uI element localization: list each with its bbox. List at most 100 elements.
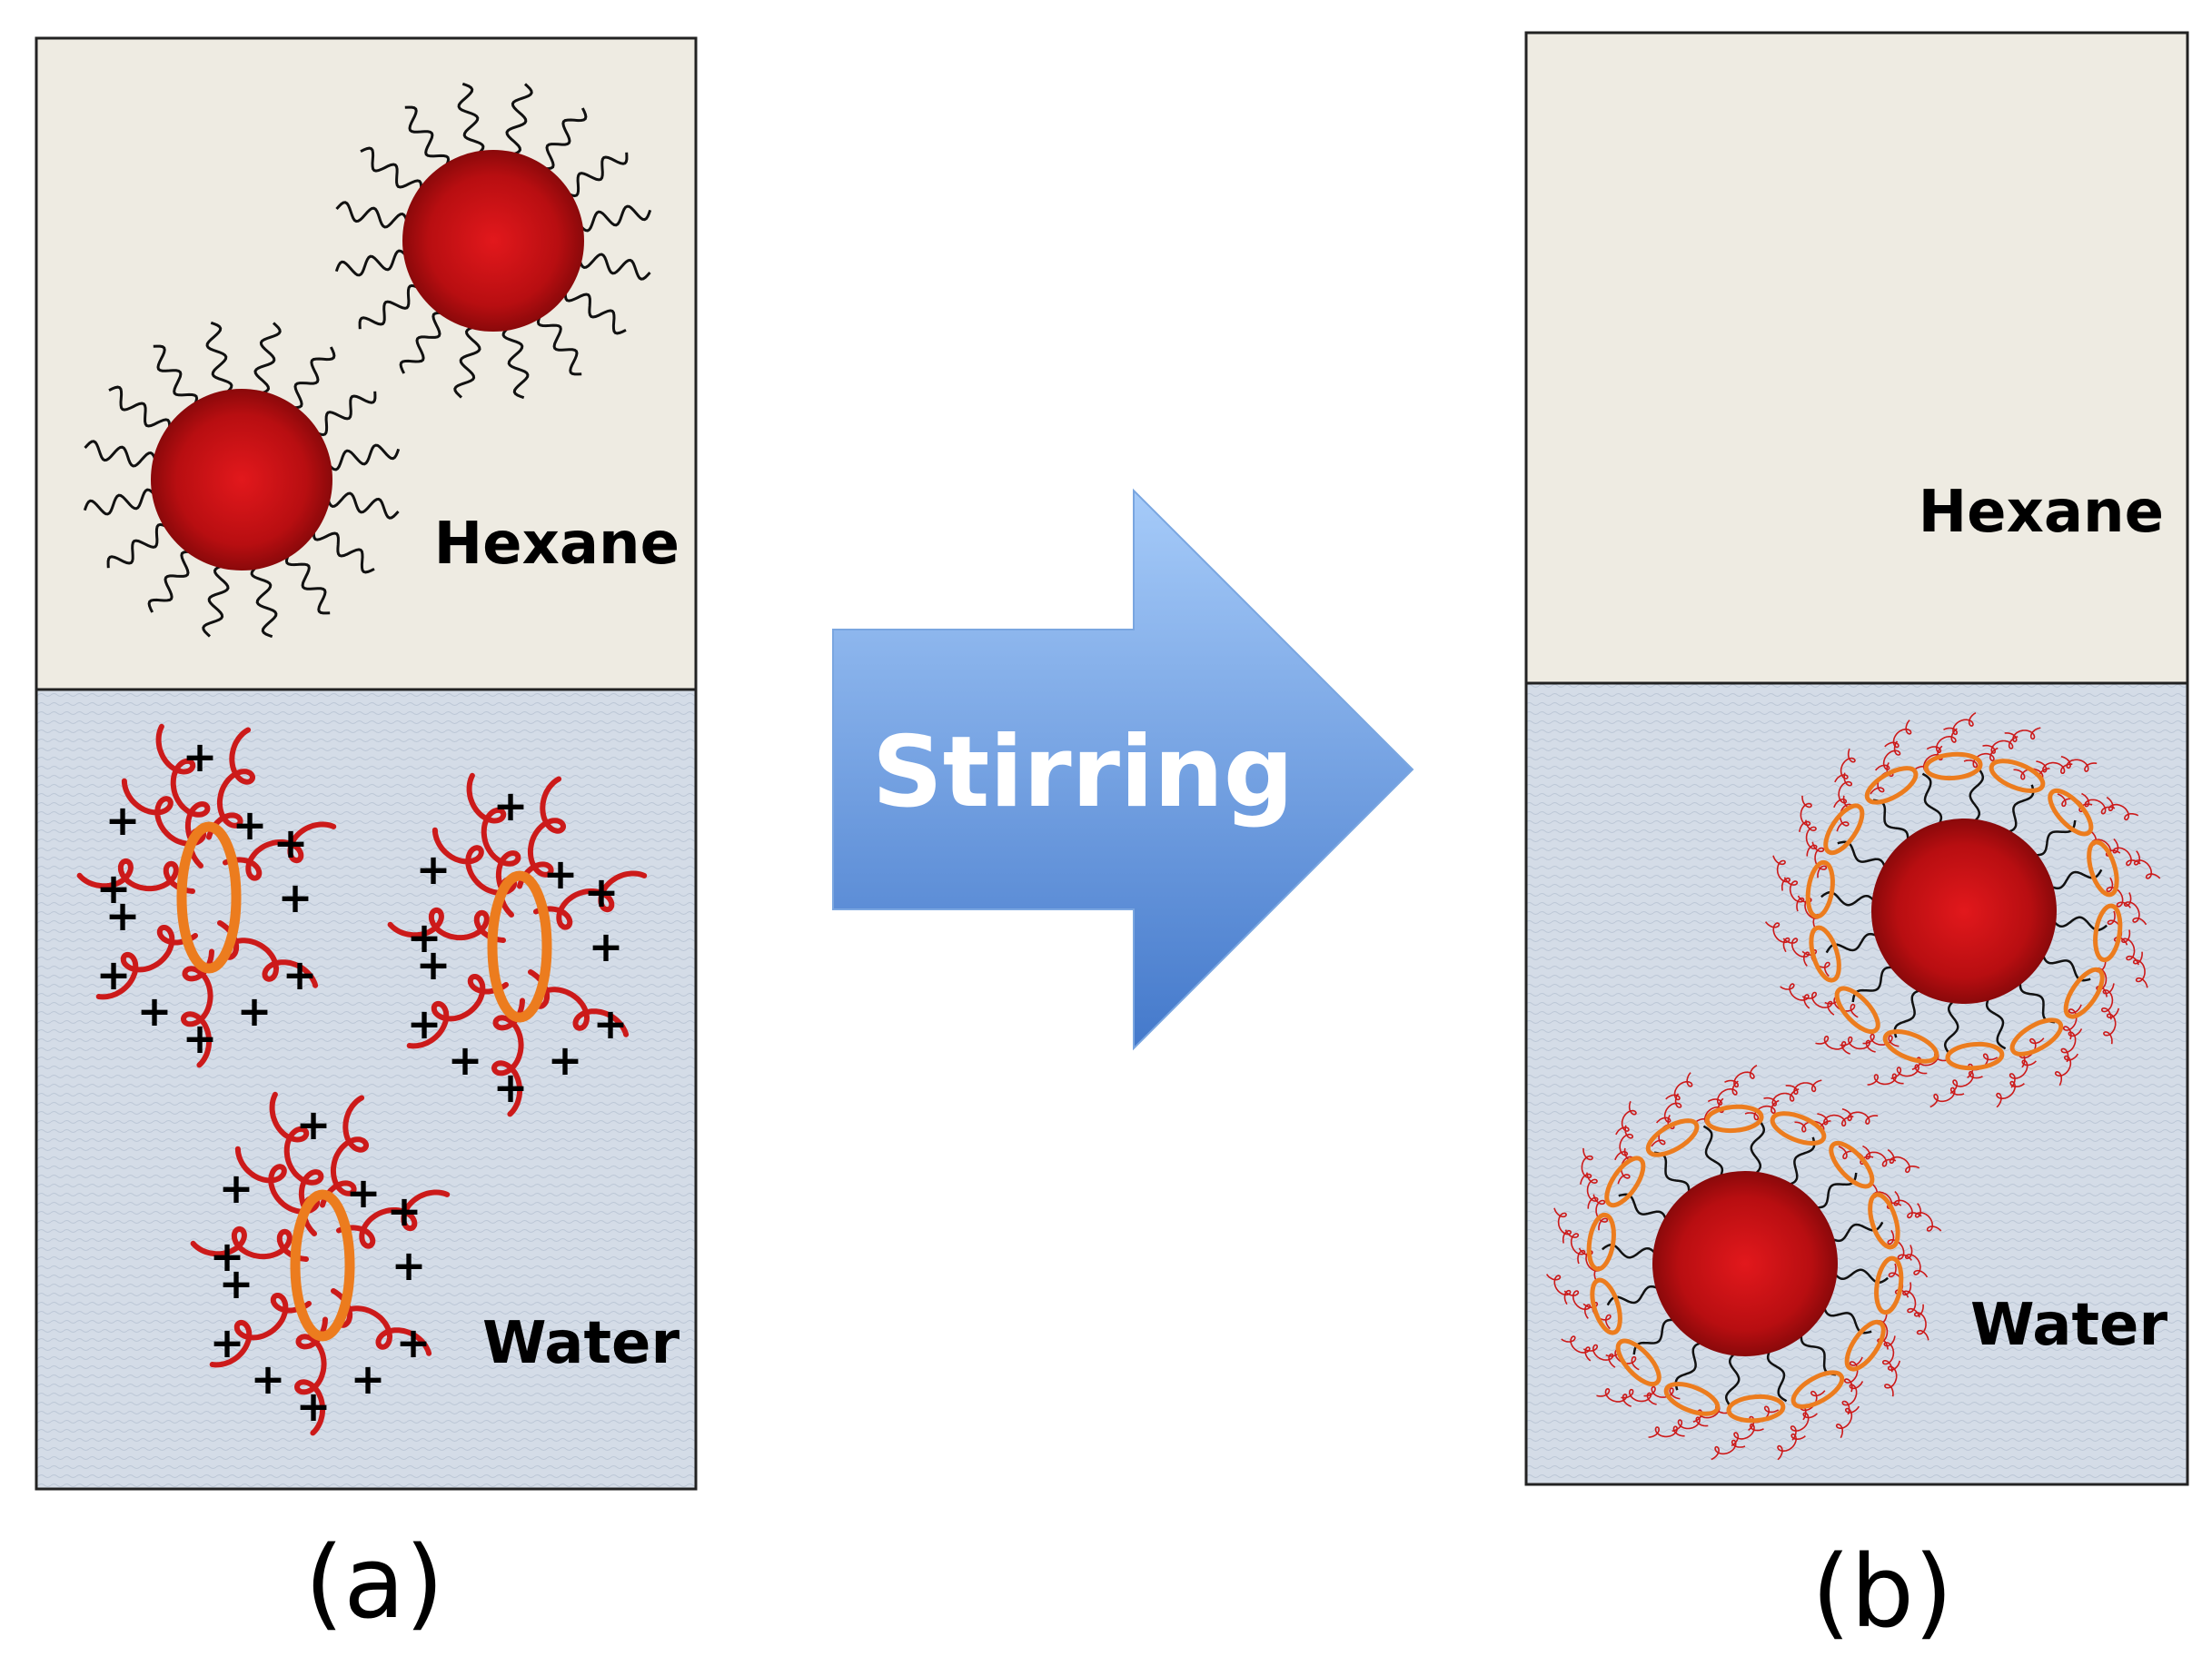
polymer-chain <box>1621 1388 1657 1405</box>
polymer-chain <box>1799 795 1812 832</box>
polymer-chain <box>1545 1274 1572 1305</box>
polymer-chain <box>2103 1007 2119 1045</box>
polymer-chain <box>269 1091 324 1208</box>
ligand-chain <box>202 563 230 638</box>
polymer-chain <box>2133 850 2161 879</box>
polymer-chain <box>1785 1079 1822 1096</box>
polymer-chain <box>1615 1100 1637 1136</box>
cyclodextrin-ring <box>1604 1156 1646 1208</box>
polymer-chain <box>1887 1229 1912 1261</box>
ligand-chain <box>1893 988 1923 1038</box>
polymer-chain <box>1648 1425 1685 1438</box>
polymer-chain <box>2112 838 2141 867</box>
cyclodextrin-ring <box>2048 788 2094 837</box>
polymer-chain <box>320 1095 369 1208</box>
polymer-chain <box>76 858 195 894</box>
polymer-chain <box>223 821 337 881</box>
ligand-chain <box>325 491 400 520</box>
ligand-chain <box>505 83 533 157</box>
cyclodextrin-ring <box>1805 859 1835 919</box>
polymer-chain <box>1731 1424 1764 1447</box>
ligand-chain <box>541 107 588 171</box>
hexane-label-a: Hexane <box>434 511 679 578</box>
positive-charge: + <box>296 1382 332 1431</box>
polymer-chain <box>155 723 211 840</box>
cyclodextrin-ring <box>1989 759 2046 793</box>
ligand-chain <box>290 346 336 410</box>
polymer-chain <box>2081 792 2116 815</box>
cyclodextrin-ring <box>176 821 242 974</box>
polymer-chain <box>1902 1282 1920 1318</box>
cyclodextrin-ring <box>1790 1370 1845 1409</box>
ligand-chain <box>153 344 199 408</box>
polymer-chain <box>1913 1304 1929 1341</box>
ligand-chain <box>536 313 582 376</box>
positive-charge: + <box>448 1036 483 1085</box>
polymer-chain <box>2101 983 2115 1020</box>
ligand-chain <box>334 249 409 277</box>
polymer-chain <box>1724 1065 1758 1088</box>
polymer-chain <box>1805 819 1818 857</box>
ligand-chain <box>577 253 651 281</box>
polymer-ring-complex: ++++++++++++ <box>76 723 337 1068</box>
polymer-chain <box>1772 855 1790 891</box>
ligand-chain <box>335 201 410 229</box>
polymer-chain <box>1582 1344 1616 1368</box>
arrow-shape <box>832 488 1414 1051</box>
ligand-chain <box>250 564 278 639</box>
positive-charge: + <box>493 781 529 830</box>
polymer-chain <box>1835 1405 1860 1439</box>
polymer-chain <box>2054 1053 2078 1087</box>
polymer-chain <box>1841 1108 1879 1125</box>
polymer-chain <box>387 907 506 943</box>
polymer-chain <box>190 1226 309 1262</box>
ligand-chain <box>1786 1136 1816 1186</box>
ligand-chain <box>1750 1120 1766 1176</box>
coated-nanoparticle <box>1545 1065 1942 1461</box>
polymer-chain <box>1564 1229 1586 1265</box>
polymer-chain <box>2121 929 2139 966</box>
polymer-chain <box>1963 747 1999 769</box>
cyclodextrin-ring <box>1874 1255 1904 1315</box>
polymer-chain <box>533 870 648 930</box>
ligand-chain <box>312 528 375 574</box>
polymer-chain <box>1834 748 1856 783</box>
positive-charge: + <box>183 1014 218 1063</box>
polymer-chain <box>206 727 255 840</box>
cyclodextrin-ring <box>1770 1111 1827 1146</box>
positive-charge: + <box>387 1186 422 1235</box>
polymer-chain <box>1780 983 1810 1009</box>
polymer-chain <box>1561 1335 1592 1362</box>
positive-charge: + <box>543 849 579 898</box>
polymer-chain <box>1801 991 1835 1016</box>
polymer-chain <box>1592 1194 1609 1231</box>
positive-charge: + <box>219 1259 254 1308</box>
polymer-chain <box>2106 797 2139 821</box>
polymer-chain <box>1884 1360 1900 1397</box>
coated-nanoparticle <box>1764 712 2161 1108</box>
positive-charge: + <box>396 1318 431 1367</box>
hexane-phase-a <box>35 36 698 691</box>
polymer-chain <box>1867 1073 1904 1086</box>
ligand-chain <box>1985 996 2007 1050</box>
polymer-chain <box>466 772 521 889</box>
polymer-chain <box>1843 1356 1863 1393</box>
ligand-capped-nanoparticle <box>83 321 401 639</box>
positive-charge: + <box>584 868 620 917</box>
ligand-chain <box>1724 1351 1741 1407</box>
cyclodextrin-ring <box>1882 1029 1939 1064</box>
polymer-chain <box>1949 1071 1983 1095</box>
cyclodextrin-ring <box>1834 986 1880 1035</box>
polymer-chain <box>1671 1416 1709 1432</box>
polymer-chain <box>1783 877 1805 912</box>
polymer-chain <box>1580 1147 1593 1185</box>
polymer-chain <box>1563 1290 1592 1319</box>
positive-charge: + <box>589 922 624 971</box>
water-label-a: Water <box>482 1310 680 1377</box>
cyclodextrin-ring <box>2009 1017 2064 1057</box>
polymer-chain <box>293 1316 328 1436</box>
polymer-chain <box>1553 1207 1572 1244</box>
caption-a: (a) <box>304 1524 443 1641</box>
positive-charge: + <box>237 987 273 1036</box>
cyclodextrin-ring <box>1590 1277 1622 1335</box>
